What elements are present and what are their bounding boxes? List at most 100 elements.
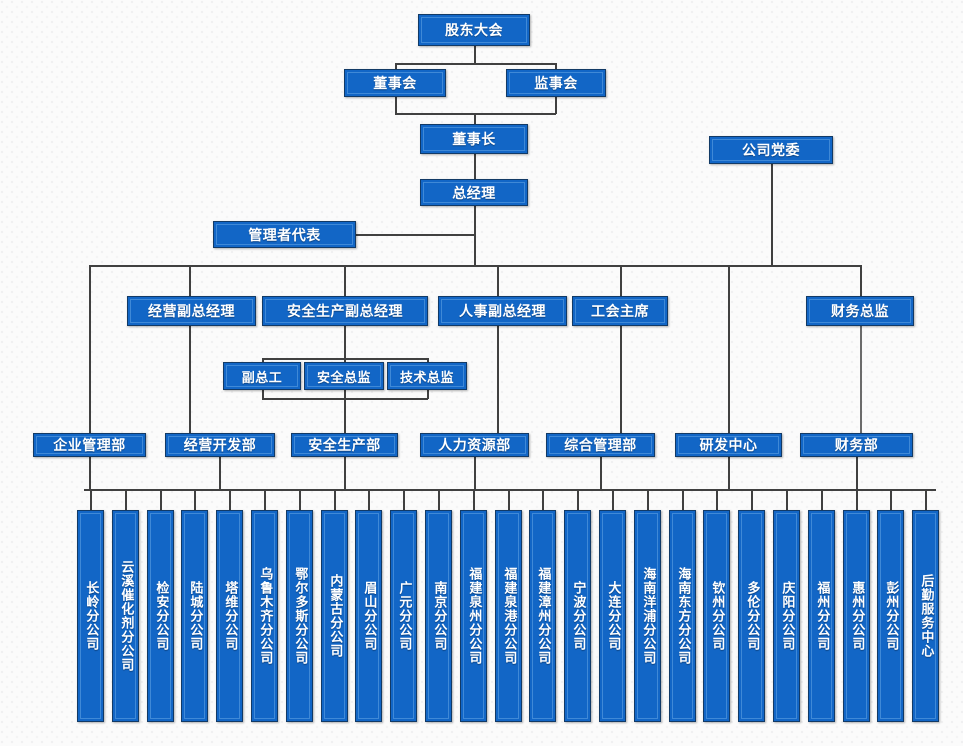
line-gm-down — [474, 206, 476, 266]
node-branch-17[interactable]: 海南洋浦分公司 — [634, 510, 661, 722]
node-branch-5[interactable]: 塔维分公司 — [216, 510, 243, 722]
line-branch-drop-9 — [368, 489, 370, 511]
node-branch-25[interactable]: 后勤服务中心 — [912, 510, 939, 722]
node-management-representative[interactable]: 管理者代表 — [213, 221, 356, 248]
line-branch-drop-18 — [682, 489, 684, 511]
node-deputy-gm-safety-production[interactable]: 安全生产副总经理 — [262, 296, 428, 326]
line-branch-drop-11 — [438, 489, 440, 511]
line-dgm-ops-down — [189, 326, 191, 434]
line-supervisors-down — [555, 97, 557, 114]
node-branch-6[interactable]: 乌鲁木齐分公司 — [251, 510, 278, 722]
line-deputy-chief-engineer-down — [262, 390, 264, 399]
node-deputy-chief-engineer[interactable]: 副总工 — [223, 362, 301, 390]
line-branch-drop-20 — [751, 489, 753, 511]
line-union-down — [620, 326, 622, 434]
line-branch-bus — [84, 489, 936, 491]
line-branch-drop-3 — [160, 489, 162, 511]
node-branch-12[interactable]: 福建泉州分公司 — [460, 510, 487, 722]
line-to-supervisors — [555, 63, 557, 72]
node-branch-24[interactable]: 彭州分公司 — [877, 510, 904, 722]
line-branch-drop-23 — [856, 489, 858, 511]
line-branch-drop-17 — [647, 489, 649, 511]
node-board-of-directors[interactable]: 董事会 — [344, 69, 446, 97]
node-cfo[interactable]: 财务总监 — [806, 296, 914, 326]
node-branch-7[interactable]: 鄂尔多斯分公司 — [286, 510, 313, 722]
line-dept4-down — [474, 456, 476, 489]
line-exec-to-dgm-ops — [189, 265, 191, 296]
line-exec-bus — [89, 265, 861, 267]
node-branch-13[interactable]: 福建泉港分公司 — [495, 510, 522, 722]
node-shareholders-meeting[interactable]: 股东大会 — [418, 14, 530, 46]
line-branch-drop-12 — [473, 489, 475, 511]
line-dept6-down — [728, 456, 730, 489]
line-technical-director-down — [427, 390, 429, 399]
line-cfo-down — [860, 326, 862, 434]
node-safety-director[interactable]: 安全总监 — [304, 362, 384, 390]
line-directors-bus-lower — [262, 398, 428, 400]
node-branch-8[interactable]: 内蒙古分公司 — [321, 510, 348, 722]
line-shareholders-down — [474, 46, 476, 64]
node-branch-2[interactable]: 云溪催化剂分公司 — [112, 510, 139, 722]
line-branch-drop-24 — [890, 489, 892, 511]
node-board-of-supervisors[interactable]: 监事会 — [506, 69, 606, 97]
line-dept7-down — [856, 456, 858, 489]
line-branch-drop-15 — [577, 489, 579, 511]
node-union-chairman[interactable]: 工会主席 — [572, 296, 668, 326]
line-chairman-to-gm — [474, 154, 476, 181]
line-board-bus — [395, 63, 556, 65]
node-branch-23[interactable]: 惠州分公司 — [843, 510, 870, 722]
line-to-technical-director — [427, 358, 429, 364]
node-department-7[interactable]: 财务部 — [800, 433, 913, 457]
line-branch-drop-14 — [542, 489, 544, 511]
node-chairman[interactable]: 董事长 — [420, 124, 528, 154]
line-branch-drop-8 — [334, 489, 336, 511]
node-department-5[interactable]: 综合管理部 — [546, 433, 655, 457]
node-branch-1[interactable]: 长岭分公司 — [77, 510, 104, 722]
line-branch-drop-4 — [194, 489, 196, 511]
line-branch-drop-1 — [90, 489, 92, 511]
line-directors-bus — [262, 358, 428, 360]
node-department-3[interactable]: 安全生产部 — [291, 433, 398, 457]
node-branch-16[interactable]: 大连分公司 — [599, 510, 626, 722]
line-branch-drop-5 — [229, 489, 231, 511]
node-general-manager[interactable]: 总经理 — [420, 179, 528, 206]
node-branch-14[interactable]: 福建漳州分公司 — [529, 510, 556, 722]
line-branch-drop-19 — [716, 489, 718, 511]
node-branch-15[interactable]: 宁波分公司 — [564, 510, 591, 722]
node-department-2[interactable]: 经营开发部 — [165, 433, 275, 457]
line-exec-to-union — [620, 265, 622, 296]
line-dgm-hr-down — [497, 326, 499, 434]
node-branch-4[interactable]: 陆城分公司 — [181, 510, 208, 722]
node-branch-19[interactable]: 钦州分公司 — [703, 510, 730, 722]
node-department-4[interactable]: 人力资源部 — [420, 433, 529, 457]
line-branch-drop-16 — [612, 489, 614, 511]
line-to-deputy-chief-engineer — [262, 358, 264, 364]
node-technical-director[interactable]: 技术总监 — [387, 362, 467, 390]
node-branch-9[interactable]: 眉山分公司 — [355, 510, 382, 722]
node-branch-21[interactable]: 庆阳分公司 — [773, 510, 800, 722]
node-branch-22[interactable]: 福州分公司 — [808, 510, 835, 722]
line-branch-drop-22 — [821, 489, 823, 511]
line-branch-drop-13 — [508, 489, 510, 511]
line-branch-drop-7 — [299, 489, 301, 511]
node-branch-20[interactable]: 多伦分公司 — [738, 510, 765, 722]
node-deputy-gm-hr[interactable]: 人事副总经理 — [438, 296, 567, 326]
line-to-board — [395, 63, 397, 72]
node-department-6[interactable]: 研发中心 — [675, 433, 782, 457]
line-exec-to-dept1 — [89, 265, 91, 434]
node-deputy-gm-operations[interactable]: 经营副总经理 — [127, 296, 256, 326]
line-dept1-down — [89, 456, 91, 489]
node-branch-10[interactable]: 广元分公司 — [390, 510, 417, 722]
node-party-committee[interactable]: 公司党委 — [709, 136, 833, 164]
node-branch-3[interactable]: 检安分公司 — [147, 510, 174, 722]
line-branch-drop-6 — [264, 489, 266, 511]
line-exec-to-cfo — [860, 265, 862, 296]
node-branch-18[interactable]: 海南东方分公司 — [669, 510, 696, 722]
node-branch-11[interactable]: 南京分公司 — [425, 510, 452, 722]
node-department-1[interactable]: 企业管理部 — [33, 433, 146, 457]
line-branch-drop-25 — [925, 489, 927, 511]
line-dept3-down — [344, 456, 346, 489]
line-branch-drop-21 — [786, 489, 788, 511]
line-branch-drop-2 — [125, 489, 127, 511]
